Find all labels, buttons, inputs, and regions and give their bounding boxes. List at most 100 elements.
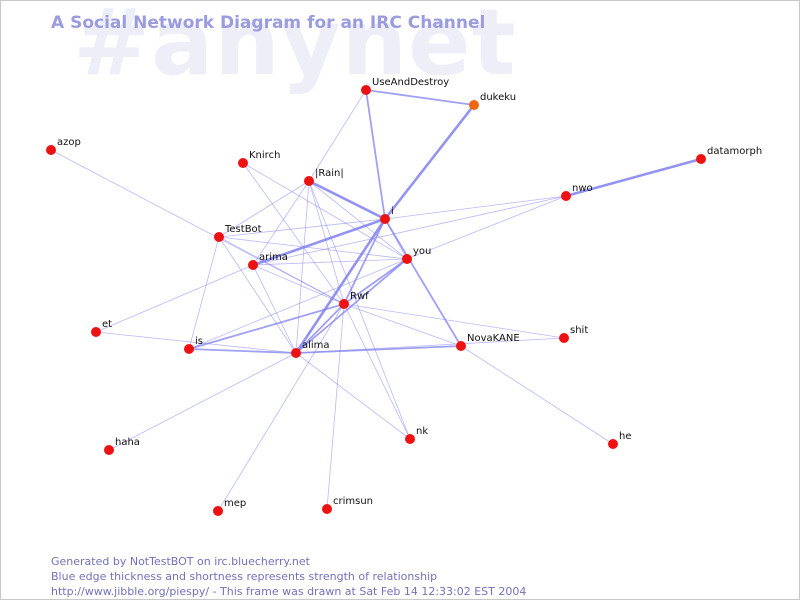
- node-nwo: [561, 191, 571, 201]
- edge-rain-rwf: [308, 180, 345, 305]
- edge-nwo-i: [384, 195, 567, 220]
- edge-is-alima: [188, 348, 297, 354]
- edge-i-arima: [251, 217, 387, 267]
- node-shit: [559, 333, 569, 343]
- node-novakane: [456, 341, 466, 351]
- edge-rwf-nk: [343, 303, 411, 440]
- edge-testbot-is: [188, 236, 220, 350]
- edge-nwo-you: [406, 195, 567, 260]
- node-crimsun: [322, 504, 332, 514]
- node-useanddestroy: [361, 85, 371, 95]
- edge-i-you: [384, 218, 408, 260]
- node-he: [608, 439, 618, 449]
- node-label-testbot: TestBot: [224, 224, 262, 235]
- node-azop: [46, 145, 56, 155]
- edge-nwo-arima: [252, 195, 567, 266]
- edge-rwf-is: [188, 303, 345, 350]
- edge-knirch-rwf: [242, 162, 345, 305]
- node-rwf: [339, 299, 349, 309]
- node-label-dukeku: dukeku: [480, 92, 516, 103]
- edge-testbot-alima: [218, 236, 297, 354]
- edge-you-rwf: [343, 258, 408, 305]
- edge-azop-rwf: [50, 149, 345, 305]
- node-label-useanddestroy: UseAndDestroy: [372, 77, 449, 88]
- node-et: [91, 327, 101, 337]
- edge-testbot-rwf: [218, 236, 345, 305]
- edge-dukeku-i: [383, 103, 476, 221]
- edge-rwf-mep: [217, 303, 345, 512]
- node-label-mep: mep: [224, 498, 246, 509]
- node-datamorph: [696, 154, 706, 164]
- edge-i-novakane: [384, 218, 462, 347]
- edge-novakane-he: [460, 345, 614, 445]
- node-is: [184, 344, 194, 354]
- footer: Generated by NotTestBOT on irc.bluecherr…: [51, 554, 526, 599]
- node-label-is: is: [195, 336, 203, 347]
- footer-legend: Blue edge thickness and shortness repres…: [51, 570, 438, 583]
- edge-rwf-alima: [295, 303, 345, 354]
- edge-you-alima: [295, 258, 408, 354]
- node-i: [380, 214, 390, 224]
- node-testbot: [214, 232, 224, 242]
- edge-arima-you: [252, 258, 408, 266]
- edge-rain-alima: [295, 180, 310, 354]
- edge-alima-shit: [295, 337, 565, 354]
- footer-generator: Generated by NotTestBOT on irc.bluecherr…: [51, 555, 310, 568]
- edge-rain-i: [307, 179, 387, 221]
- node-label-you: you: [413, 246, 431, 257]
- edge-rain-nk: [308, 180, 411, 440]
- edge-arima-et: [95, 264, 254, 333]
- node-label-nwo: nwo: [572, 183, 593, 194]
- node-rain: [304, 176, 314, 186]
- edge-rwf-crimsun: [326, 303, 345, 510]
- node-label-nk: nk: [416, 426, 428, 437]
- edge-datamorph-nwo: [564, 157, 703, 198]
- edge-i-testbot: [218, 218, 386, 238]
- node-label-haha: haha: [115, 437, 140, 448]
- node-label-et: et: [102, 319, 112, 330]
- node-label-alima: alima: [302, 340, 330, 351]
- edge-alima-nk: [295, 352, 411, 440]
- node-label-knirch: Knirch: [249, 150, 280, 161]
- node-label-datamorph: datamorph: [707, 146, 762, 157]
- edge-layer: [50, 89, 703, 512]
- node-label-azop: azop: [57, 137, 81, 148]
- channel-watermark: #anynet: [73, 0, 517, 96]
- node-alima: [291, 348, 301, 358]
- edge-i-alima: [294, 217, 387, 355]
- edge-testbot-you: [218, 236, 408, 260]
- edge-rain-you: [308, 180, 408, 260]
- edge-useanddestroy-rain: [308, 89, 367, 182]
- edge-useanddestroy-dukeku: [365, 89, 475, 106]
- node-label-i: i: [391, 206, 394, 217]
- node-nk: [405, 434, 415, 444]
- node-label-rain: |Rain|: [315, 168, 344, 179]
- edge-et-alima: [95, 331, 297, 354]
- edge-rwf-novakane: [343, 303, 462, 347]
- edge-knirch-you: [242, 162, 408, 260]
- edge-useanddestroy-i: [365, 89, 386, 220]
- node-mep: [213, 506, 223, 516]
- edge-rain-arima: [252, 180, 310, 266]
- node-label-arima: arima: [259, 252, 288, 263]
- edge-you-is: [188, 258, 408, 350]
- node-haha: [104, 445, 114, 455]
- node-you: [402, 254, 412, 264]
- edge-alima-haha: [108, 352, 297, 451]
- node-dukeku: [469, 100, 479, 110]
- diagram-title: A Social Network Diagram for an IRC Chan…: [51, 13, 486, 33]
- node-knirch: [238, 158, 248, 168]
- node-arima: [248, 260, 258, 270]
- edge-arima-alima: [252, 264, 297, 354]
- node-label-shit: shit: [570, 325, 588, 336]
- edge-i-rwf: [343, 218, 386, 305]
- edge-rain-testbot: [218, 180, 310, 238]
- footer-url: http://www.jibble.org/piespy/ - This fra…: [51, 585, 527, 598]
- node-label-crimsun: crimsun: [333, 496, 373, 507]
- node-label-he: he: [619, 431, 632, 442]
- edge-arima-rwf: [252, 264, 345, 305]
- node-label-rwf: Rwf: [350, 291, 369, 302]
